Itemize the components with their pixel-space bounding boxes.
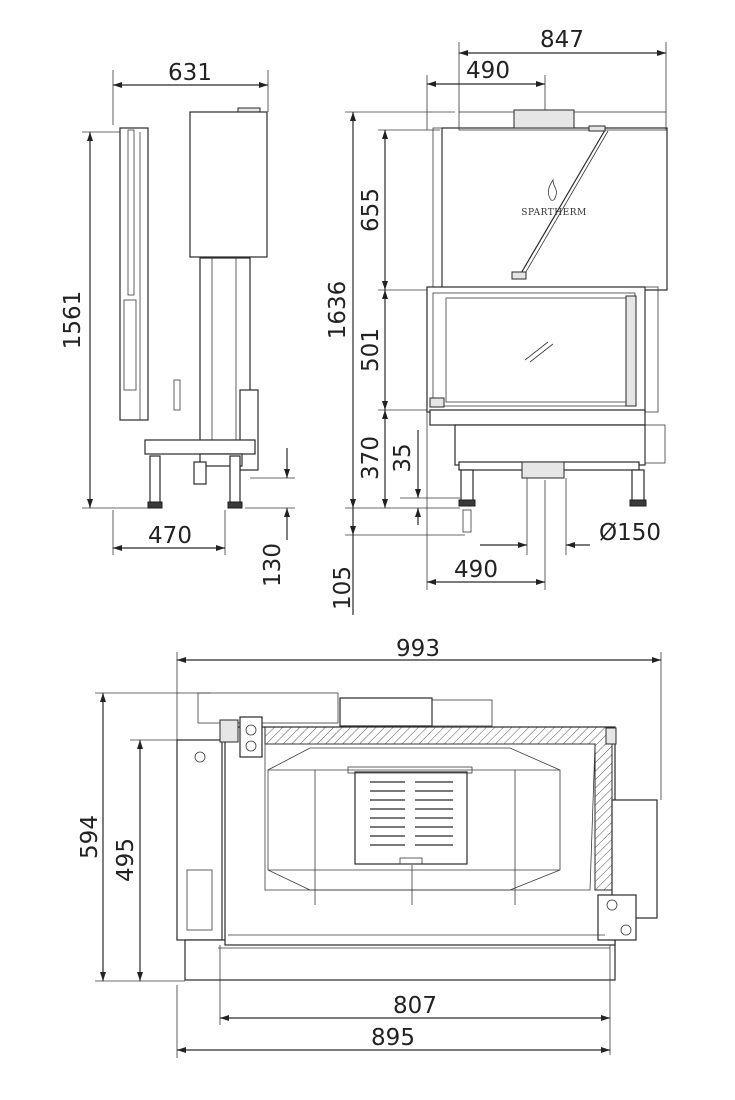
plan-view: 993 594 495 bbox=[77, 636, 662, 1058]
dim-plan-width-total: 993 bbox=[176, 636, 662, 800]
dim-label-807: 807 bbox=[393, 993, 437, 1019]
dim-front-hood: 655 bbox=[358, 129, 440, 291]
dim-label-895: 895 bbox=[371, 1025, 415, 1051]
dim-front-flue-offset: 35 bbox=[390, 430, 460, 525]
side-view: 631 1561 bbox=[60, 60, 295, 587]
grate-slots bbox=[370, 781, 453, 846]
dim-front-flue-position: 490 bbox=[426, 412, 546, 590]
dim-label-501: 501 bbox=[358, 328, 384, 372]
dim-side-leg: 130 bbox=[245, 448, 295, 587]
dim-label-993: 993 bbox=[396, 636, 440, 662]
dim-label-105: 105 bbox=[330, 566, 356, 610]
dim-label-631: 631 bbox=[168, 60, 212, 86]
dim-plan-depth-inner: 495 bbox=[113, 739, 180, 981]
dim-label-1561: 1561 bbox=[60, 291, 86, 350]
dim-label-470: 470 bbox=[148, 523, 192, 549]
dim-front-base: 370 bbox=[358, 410, 388, 508]
dim-plan-width-outer: 895 bbox=[176, 985, 610, 1058]
side-view-body bbox=[119, 107, 268, 509]
dim-label-490-top: 490 bbox=[466, 58, 510, 84]
front-view-body: SPARTHERM bbox=[426, 109, 668, 533]
plan-view-body bbox=[176, 692, 658, 981]
dim-side-height: 1561 bbox=[60, 131, 150, 509]
dim-label-1636: 1636 bbox=[325, 281, 351, 340]
dim-label-655: 655 bbox=[358, 188, 384, 232]
dim-label-847: 847 bbox=[540, 27, 584, 53]
dim-front-height-total: 1636 bbox=[325, 111, 455, 508]
dim-front-leg: 105 bbox=[330, 507, 465, 615]
dim-front-width-offset: 490 bbox=[426, 58, 546, 130]
flame-icon bbox=[547, 178, 557, 201]
dim-label-490-bottom: 490 bbox=[454, 557, 498, 583]
front-view: 847 490 1636 655 bbox=[325, 27, 668, 615]
dim-side-width-top: 631 bbox=[112, 60, 269, 125]
dim-plan-width-front: 807 bbox=[219, 945, 611, 1055]
dim-label-594: 594 bbox=[77, 815, 103, 859]
dim-label-d150: Ø150 bbox=[599, 520, 661, 546]
dim-label-130: 130 bbox=[260, 543, 286, 587]
dim-label-495: 495 bbox=[113, 838, 139, 882]
dim-label-370: 370 bbox=[358, 436, 384, 480]
dim-label-35: 35 bbox=[390, 443, 416, 472]
dim-front-door: 501 bbox=[358, 290, 428, 411]
dim-side-depth: 470 bbox=[112, 510, 226, 555]
dim-front-width-total: 847 bbox=[458, 27, 667, 112]
brand-logo: SPARTHERM bbox=[521, 208, 586, 218]
dim-front-flue-diameter: Ø150 bbox=[480, 478, 661, 555]
